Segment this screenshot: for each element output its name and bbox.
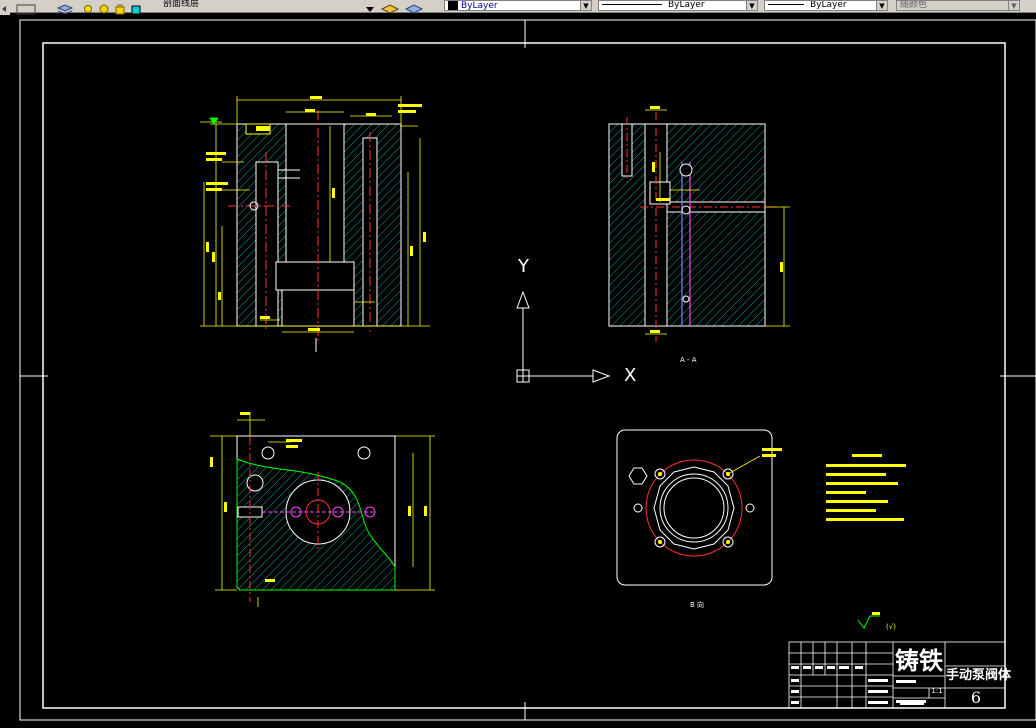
ucs-x-label: X xyxy=(624,365,637,386)
color-swatch-icon xyxy=(448,1,458,10)
back-button[interactable] xyxy=(0,0,10,15)
color-square-icon xyxy=(131,5,141,15)
color-value: ByLayer xyxy=(461,1,498,11)
layer-manager-button[interactable] xyxy=(56,0,74,15)
layer-current-icon xyxy=(380,4,400,14)
layer-state-icons[interactable] xyxy=(82,0,146,15)
scale-label: 1:1 xyxy=(931,687,943,695)
roughness-symbol xyxy=(857,612,880,629)
layer-previous-icon xyxy=(404,4,424,14)
linetype-control[interactable]: ByLayer ▼ xyxy=(598,0,758,11)
drawing-number: 6 xyxy=(970,688,982,707)
technical-notes xyxy=(826,454,906,521)
view-b-label: B 向 xyxy=(690,600,704,609)
line-sample-icon xyxy=(602,4,662,5)
sheet-border xyxy=(19,19,1036,721)
layer-dropdown[interactable]: 剖面线层 xyxy=(160,0,378,11)
layer-previous-button[interactable] xyxy=(404,0,424,14)
layer-dropdown-arrow[interactable] xyxy=(364,0,376,12)
chevron-down-icon: ▼ xyxy=(580,1,591,10)
zoom-icon xyxy=(16,4,36,15)
section-a-a-view xyxy=(608,106,790,342)
make-current-button[interactable] xyxy=(380,0,400,14)
plotstyle-control[interactable]: 随颜色 ▼ xyxy=(896,0,1020,11)
arrow-icon xyxy=(0,4,10,15)
lineweight-value: ByLayer xyxy=(810,0,847,10)
chevron-down-icon: ▼ xyxy=(746,1,757,10)
chevron-down-icon xyxy=(366,7,374,12)
drawing-canvas[interactable]: A - A xyxy=(0,12,1036,728)
chevron-down-icon: ▼ xyxy=(876,1,887,10)
front-section-view xyxy=(200,96,430,352)
roughness-note: (√) xyxy=(886,623,896,631)
ucs-y-label: Y xyxy=(518,256,529,277)
part-name: 手动泵阀体 xyxy=(946,668,1012,683)
top-view xyxy=(210,412,435,607)
linetype-value: ByLayer xyxy=(668,0,705,10)
line-sample-icon xyxy=(768,4,804,5)
property-toolbar: 剖面线层 ByLayer ▼ ByLayer ▼ ByLayer ▼ 随颜色 ▼ xyxy=(0,0,1036,15)
lock-icon xyxy=(115,4,125,15)
section-label: A - A xyxy=(680,356,697,364)
material-label: 铸铁 xyxy=(895,646,943,675)
ucs-icon xyxy=(516,290,611,383)
title-block xyxy=(788,641,1006,709)
color-control[interactable]: ByLayer ▼ xyxy=(444,0,592,11)
title-block-labels xyxy=(791,666,926,705)
layer-name: 剖面线层 xyxy=(163,0,200,9)
plotstyle-value: 随颜色 xyxy=(900,0,928,10)
bulb-icon xyxy=(84,5,92,13)
view-b xyxy=(616,429,782,586)
chevron-down-icon: ▼ xyxy=(1008,1,1019,10)
layers-icon xyxy=(56,4,74,15)
lineweight-control[interactable]: ByLayer ▼ xyxy=(764,0,888,11)
zoom-window-button[interactable] xyxy=(14,0,38,15)
sun-icon xyxy=(99,4,109,14)
